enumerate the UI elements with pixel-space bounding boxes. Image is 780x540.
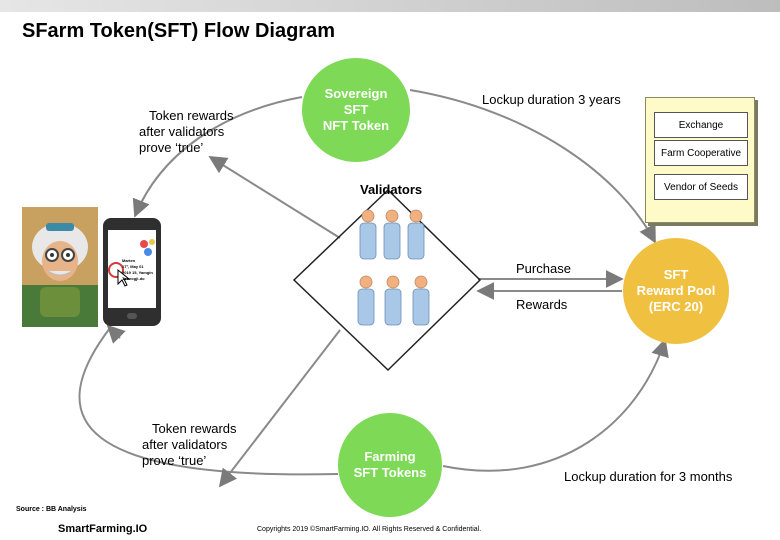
validators-diamond bbox=[292, 188, 482, 372]
copyright-text: Copyrights 2019 ©SmartFarming.IO. All Ri… bbox=[257, 526, 482, 533]
edge-validators-to-token-rewards-bottom bbox=[218, 329, 341, 488]
farmer-avatar bbox=[22, 207, 98, 327]
sovereign-line3: NFT Token bbox=[322, 118, 390, 133]
phone-text-2: 17°, May 01 bbox=[122, 264, 144, 269]
sovereign-line2: SFT bbox=[343, 102, 369, 117]
phone-device: Marten 17°, May 01 2019 15, Yamgin Tobeo… bbox=[103, 218, 161, 326]
edge-sovereign-to-pool bbox=[409, 89, 656, 244]
phone-text-1: Marten bbox=[122, 258, 136, 263]
page-title: SFarm Token(SFT) Flow Diagram bbox=[22, 20, 335, 42]
top-bar bbox=[0, 0, 780, 12]
phone-home-button bbox=[127, 313, 137, 319]
phone-text-4: Tobeogji-do bbox=[122, 276, 145, 281]
edge-sovereign-to-phone bbox=[132, 96, 303, 218]
lockup-top-label: Lockup duration 3 years bbox=[482, 92, 621, 107]
edge-validators-to-token-rewards-top bbox=[208, 156, 341, 239]
edge-farming-to-pool bbox=[442, 338, 669, 472]
farming-line1: Farming bbox=[364, 449, 416, 464]
token-rewards-bottom-line2: after validators bbox=[142, 437, 228, 452]
farming-sft-node: Farming SFT Tokens bbox=[338, 413, 442, 517]
reward-pool-line3: (ERC 20) bbox=[648, 299, 704, 314]
note-item-exchange: Exchange bbox=[654, 112, 748, 138]
token-rewards-bottom-label: Token rewards after validators prove ‘tr… bbox=[142, 421, 237, 469]
phone-screen: Marten 17°, May 01 2019 15, Yamgin Tobeo… bbox=[108, 230, 156, 308]
validator-people bbox=[357, 209, 430, 326]
token-rewards-top-line3: prove ‘true’ bbox=[139, 140, 204, 155]
token-rewards-top-line2: after validators bbox=[139, 124, 225, 139]
rewards-label: Rewards bbox=[516, 297, 568, 312]
source-note: Source : BB Analysis bbox=[16, 506, 87, 513]
token-rewards-bottom-line1: Token rewards bbox=[152, 421, 237, 436]
note-item-vendor-of-seeds: Vendor of Seeds bbox=[654, 174, 748, 200]
sovereign-line1: Sovereign bbox=[324, 86, 388, 101]
token-rewards-top-label: Token rewards after validators prove ‘tr… bbox=[139, 108, 234, 156]
reward-pool-line1: SFT bbox=[663, 267, 689, 282]
purchase-label: Purchase bbox=[516, 261, 571, 276]
lockup-bottom-label: Lockup duration for 3 months bbox=[564, 469, 733, 484]
note-item-farm-cooperative: Farm Cooperative bbox=[654, 140, 748, 166]
edge-farming-end bbox=[106, 324, 126, 344]
reward-pool-node: SFT Reward Pool (ERC 20) bbox=[623, 238, 729, 344]
validators-label: Validators bbox=[360, 182, 423, 197]
token-rewards-top-line1: Token rewards bbox=[149, 108, 234, 123]
reward-pool-line2: Reward Pool bbox=[636, 283, 716, 298]
farming-line2: SFT Tokens bbox=[353, 465, 427, 480]
partners-note: Exchange Farm Cooperative Vendor of Seed… bbox=[645, 97, 755, 223]
token-rewards-bottom-line3: prove ‘true’ bbox=[142, 453, 207, 468]
brand-name: SmartFarming.IO bbox=[58, 523, 148, 535]
sovereign-sft-node: Sovereign SFT NFT Token bbox=[302, 58, 410, 162]
phone-text-3: 2019 15, Yamgin bbox=[122, 270, 153, 275]
edge-phone-to-farming bbox=[78, 327, 339, 476]
